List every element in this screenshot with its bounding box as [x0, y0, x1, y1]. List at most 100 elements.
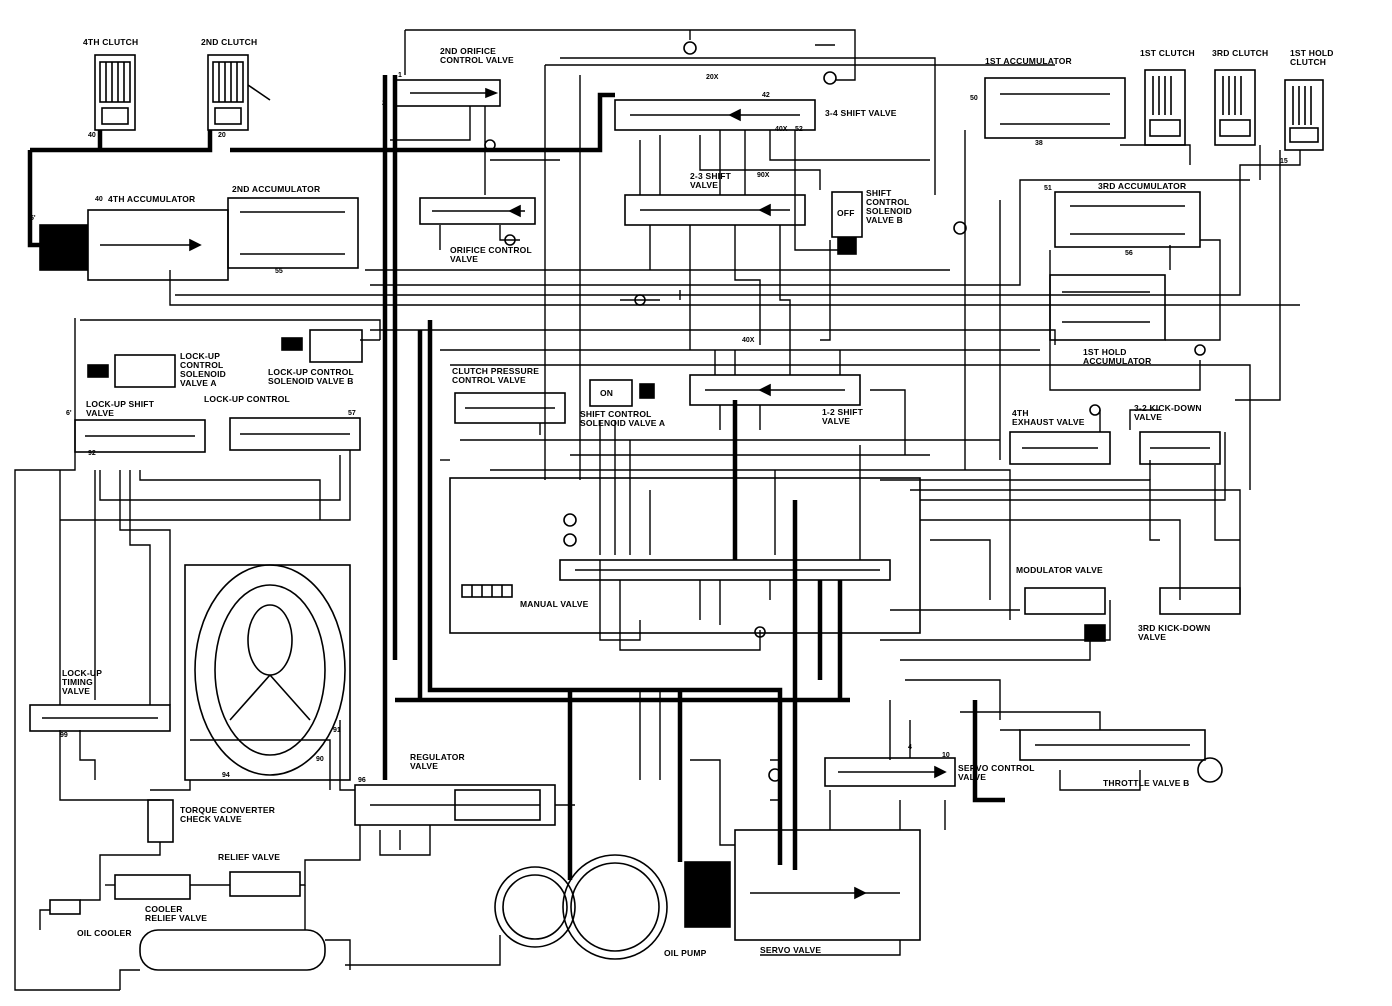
- 4th-clutch-label: 4TH CLUTCH: [83, 37, 139, 47]
- relief-valves-body: [114, 871, 301, 900]
- port-number: 1: [398, 72, 402, 79]
- 1st-clutch-symbol: [1144, 69, 1186, 146]
- throttle-valve-b-label: THROTTLE VALVE B: [1103, 778, 1190, 788]
- torque-converter-symbol: [184, 564, 351, 781]
- port-number: 90: [316, 756, 324, 763]
- torque-converter-check-valve-body: [147, 799, 174, 843]
- 4th-exhaust-valve-body: [1009, 431, 1111, 465]
- port-number: 99: [60, 732, 68, 739]
- 3rd-clutch-label: 3RD CLUTCH: [1212, 48, 1269, 58]
- throttle-valve-b-body: [1019, 729, 1223, 783]
- 4th-2nd-accumulator-symbol: [39, 197, 359, 281]
- 2nd-clutch-symbol: [207, 54, 271, 131]
- port-number: 56: [1125, 250, 1133, 257]
- servo-valve-body: [684, 829, 921, 941]
- relief-valve-label: RELIEF VALVE: [218, 852, 281, 862]
- 3-4-shift-valve-body: [614, 99, 816, 131]
- oil-pump-symbol: [494, 854, 668, 960]
- lock-up-solenoid-valves-body: [87, 329, 363, 388]
- lock-up-control-label: LOCK-UP CONTROL: [204, 394, 290, 404]
- 1st-accumulator-symbol: [984, 77, 1126, 139]
- port-number: 57: [348, 410, 356, 417]
- port-number: 90X: [757, 172, 770, 179]
- 4th-clutch-symbol: [94, 54, 136, 131]
- modulator-and-3rd-kickdown-body: [1024, 587, 1241, 642]
- secondary-lines: [14, 29, 1301, 991]
- 3rd-accumulator-label: 3RD ACCUMULATOR: [1098, 181, 1187, 191]
- port-number: 96: [358, 777, 366, 784]
- servo-control-valve-body: [824, 757, 956, 787]
- manual-valve-label: MANUAL VALVE: [520, 599, 589, 609]
- 1st-hold-clutch-symbol: [1284, 79, 1324, 151]
- lock-up-timing-valve-body: [29, 704, 171, 732]
- 3rd-clutch-symbol: [1214, 69, 1256, 146]
- 1-2-shift-valve-body: [689, 374, 861, 406]
- check-valve-symbols: [484, 41, 1206, 782]
- port-number: 55: [275, 268, 283, 275]
- main-pressure-lines: [27, 75, 1005, 880]
- regulator-valve-body: [354, 784, 556, 826]
- shift-solenoid-a-body: [589, 379, 655, 407]
- port-number: 4: [908, 744, 912, 751]
- port-number: 40: [95, 196, 103, 203]
- oil-cooler-label: OIL COOLER: [77, 928, 132, 938]
- 2nd-clutch-label: 2ND CLUTCH: [201, 37, 258, 47]
- 2nd-accumulator-label: 2ND ACCUMULATOR: [232, 184, 321, 194]
- 1st-accumulator-label: 1ST ACCUMULATOR: [985, 56, 1072, 66]
- port-number: 5': [30, 215, 36, 222]
- servo-valve-label: SERVO VALVE: [760, 945, 822, 955]
- port-number: 92: [88, 450, 96, 457]
- manual-valve-body: [449, 477, 921, 634]
- port-number: 91: [333, 727, 341, 734]
- port-number: 42: [762, 92, 770, 99]
- port-number: 52: [795, 126, 803, 133]
- port-number: 40X: [742, 337, 755, 344]
- port-number: 51: [1044, 185, 1052, 192]
- 2-3-shift-valve-body: [624, 194, 806, 226]
- shift-solenoid-b-body: [831, 191, 863, 255]
- modulator-valve-label: MODULATOR VALVE: [1016, 565, 1103, 575]
- 1st-hold-accumulator-symbol: [1049, 274, 1166, 341]
- port-number: 10: [942, 752, 950, 759]
- port-number: 40X: [775, 126, 788, 133]
- oil-cooler-body: [49, 899, 326, 971]
- orifice-control-valve-body: [419, 197, 536, 225]
- port-number: 94: [222, 772, 230, 779]
- solenoid-b-state-label: OFF: [837, 208, 855, 218]
- port-number: 38: [1035, 140, 1043, 147]
- solenoid-a-state-label: ON: [600, 388, 614, 398]
- 3-4-shift-valve-label: 3-4 SHIFT VALVE: [825, 108, 897, 118]
- port-number: 50: [970, 95, 978, 102]
- port-number: 40: [88, 132, 96, 139]
- 3rd-accumulator-symbol: [1054, 191, 1201, 248]
- 3-2-kick-down-valve-body: [1139, 431, 1221, 465]
- 4th-accumulator-label: 4TH ACCUMULATOR: [108, 194, 196, 204]
- port-number: 6': [66, 410, 72, 417]
- port-number: 15: [1280, 158, 1288, 165]
- clutch-pressure-control-valve-body: [454, 392, 566, 424]
- port-number: 20X: [706, 74, 719, 81]
- port-number: 2: [382, 100, 386, 107]
- oil-pump-label: OIL PUMP: [664, 948, 707, 958]
- 2nd-orifice-control-valve-body: [394, 79, 501, 107]
- port-number: 20: [218, 132, 226, 139]
- 1st-clutch-label: 1ST CLUTCH: [1140, 48, 1195, 58]
